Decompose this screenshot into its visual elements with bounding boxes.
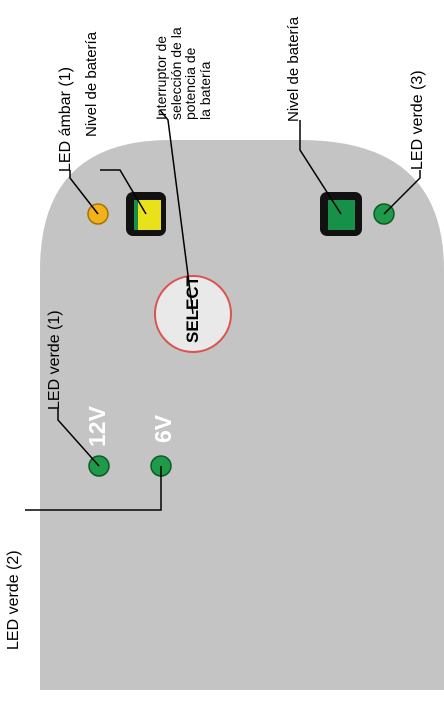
label-nivel-bateria-1: Nivel de batería: [83, 31, 100, 137]
label-led-verde-1: LED verde (1): [46, 310, 63, 410]
label-led-verde-2: LED verde (2): [5, 550, 22, 650]
select-button-label: SELECT: [183, 275, 202, 343]
label-interruptor-seleccion: Interruptor de selección de la potencia …: [153, 27, 214, 120]
control-panel: [40, 140, 444, 690]
label-led-ambar-1: LED ámbar (1): [57, 67, 74, 172]
leader-lines: [25, 109, 421, 511]
label-led-verde-3: LED verde (3): [409, 70, 426, 170]
volt-6v-label: 6V: [150, 414, 176, 443]
volt-12v-label: 12V: [84, 406, 110, 447]
label-nivel-bateria-2: Nivel de batería: [285, 16, 302, 122]
